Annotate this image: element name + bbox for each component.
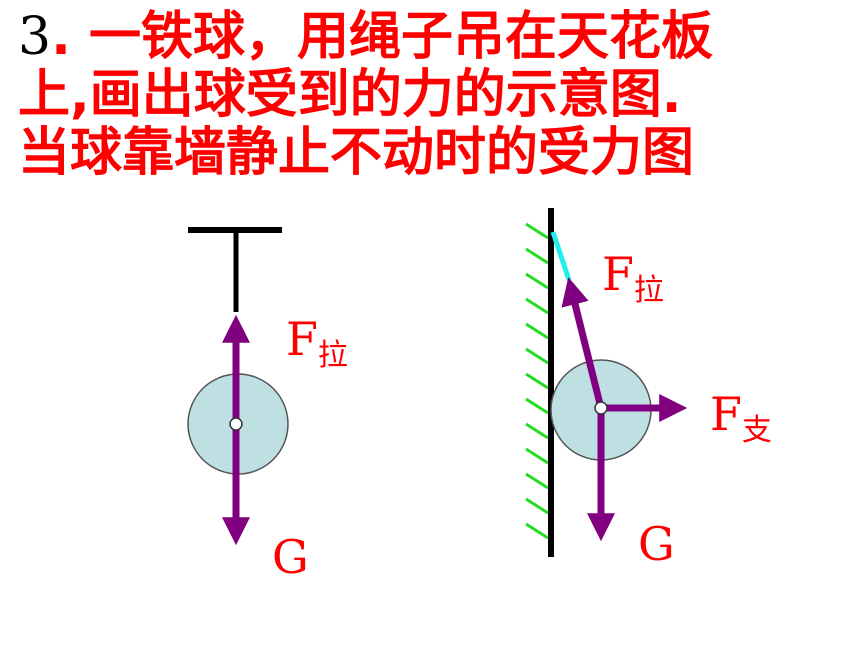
title-line-3: 当球靠墙静止不动时的受力图: [18, 123, 695, 183]
tension-symbol: F: [286, 312, 318, 366]
support-label: F支: [710, 387, 772, 448]
title-line-1-text: . 一铁球，用绳子吊在天花板: [51, 7, 713, 67]
hanging-ball-diagram: F拉 G: [187, 227, 348, 584]
tension-label: F拉: [286, 312, 348, 373]
wall-hatching: [525, 222, 549, 540]
center-point: [594, 401, 608, 415]
gravity-label: G: [638, 517, 675, 571]
tension-subscript: 拉: [634, 273, 664, 308]
support-subscript: 支: [742, 413, 772, 448]
problem-text: 3. 一铁球，用绳子吊在天花板 上,画出球受到的力的示意图. 当球靠墙静止不动时…: [18, 8, 848, 182]
tension-subscript: 拉: [318, 338, 348, 373]
rope-segment: [550, 231, 572, 281]
tension-arrow: [561, 277, 605, 409]
wall-ball-diagram: F拉 F支 G: [525, 208, 772, 571]
tension-symbol: F: [602, 247, 634, 301]
center-point: [229, 417, 243, 431]
title-line-2: 上,画出球受到的力的示意图.: [18, 65, 682, 125]
title-line-1: 3. 一铁球，用绳子吊在天花板: [18, 8, 848, 66]
problem-number: 3: [18, 7, 52, 67]
tension-label: F拉: [602, 247, 664, 308]
gravity-label: G: [272, 530, 309, 584]
support-symbol: F: [710, 387, 742, 441]
